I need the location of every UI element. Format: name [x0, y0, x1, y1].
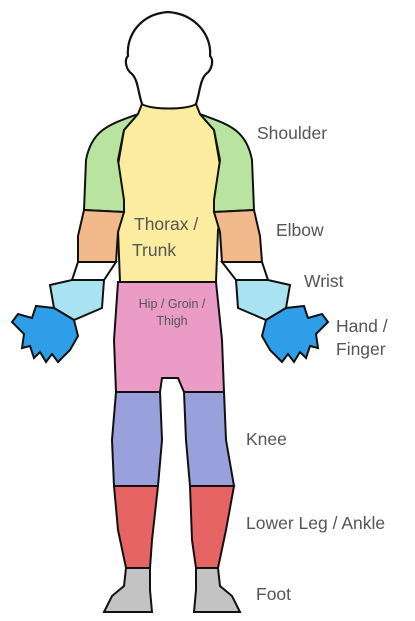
region-foot-left: [104, 568, 152, 612]
region-knee-left: [112, 392, 162, 486]
region-lowerleg-right: [190, 486, 234, 568]
label-thorax-line2: Trunk: [126, 240, 218, 260]
forearm-left: [72, 262, 116, 280]
label-thorax: Thorax / Trunk: [126, 214, 218, 260]
label-hand-line1: Hand /: [336, 316, 388, 336]
region-elbow-right: [214, 210, 262, 262]
label-foot: Foot: [256, 584, 291, 604]
region-elbow-left: [78, 210, 124, 262]
label-wrist: Wrist: [304, 271, 344, 291]
region-lowerleg-left: [114, 486, 158, 568]
label-hip-line2: Thigh: [120, 314, 224, 328]
region-knee-right: [184, 392, 234, 486]
label-thorax-line1: Thorax /: [126, 214, 218, 234]
label-lowerleg: Lower Leg / Ankle: [246, 513, 385, 533]
region-foot-right: [194, 568, 240, 612]
label-elbow: Elbow: [276, 220, 324, 240]
label-hip: Hip / Groin / Thigh: [120, 297, 224, 329]
label-shoulder: Shoulder: [257, 123, 327, 143]
head-outline: [126, 12, 212, 110]
label-hand-line2: Finger: [336, 339, 388, 359]
label-knee: Knee: [246, 429, 287, 449]
label-hand: Hand / Finger: [336, 316, 388, 359]
label-hip-line1: Hip / Groin /: [120, 297, 224, 311]
forearm-right: [222, 262, 268, 280]
